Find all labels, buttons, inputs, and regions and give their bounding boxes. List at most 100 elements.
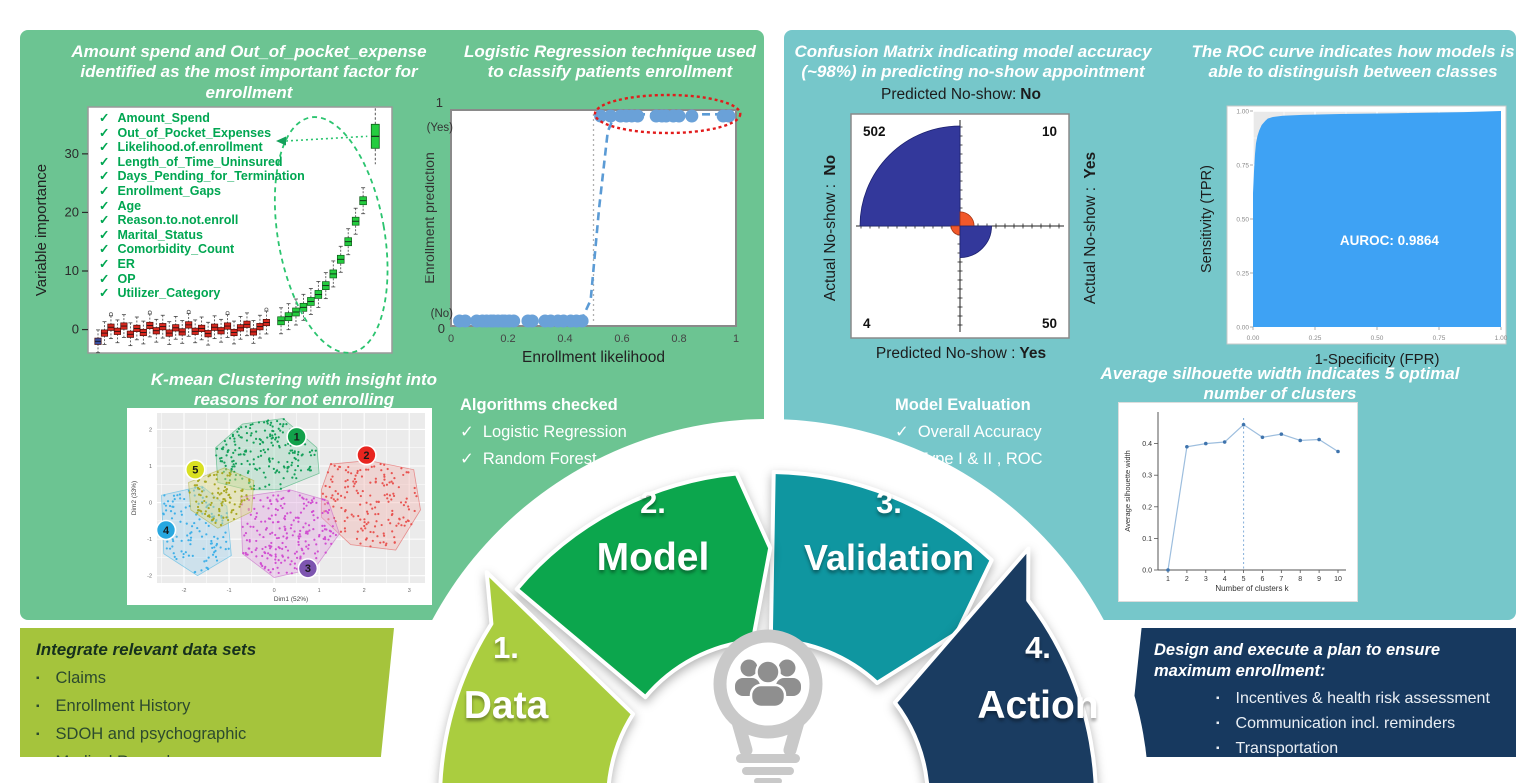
bullet-icon: ▪ — [1216, 693, 1220, 705]
svg-text:0.50: 0.50 — [1236, 217, 1249, 224]
svg-text:0.4: 0.4 — [557, 333, 572, 345]
step-2-number: 2. — [640, 485, 666, 520]
feature-label: OP — [117, 271, 136, 286]
feature-label: Amount_Spend — [117, 111, 210, 125]
svg-text:Enrollment likelihood: Enrollment likelihood — [522, 349, 665, 366]
svg-text:2: 2 — [1185, 576, 1189, 583]
step-4-label: Action — [977, 684, 1099, 727]
check-icon: ✓ — [99, 111, 110, 125]
kmeans-title: K-mean Clustering with insight into reas… — [150, 370, 438, 410]
check-icon: ✓ — [99, 213, 110, 228]
feature-item: ✓Length_of_Time_Uninsured — [99, 155, 305, 170]
varimp-feature-list: ✓Amount_Spend✓Out_of_Pocket_Expenses✓Lik… — [99, 111, 305, 301]
svg-text:Dim2 (33%): Dim2 (33%) — [131, 481, 138, 515]
svg-text:1.00: 1.00 — [1236, 109, 1249, 116]
svg-text:0.50: 0.50 — [1371, 335, 1384, 342]
svg-text:10: 10 — [1334, 576, 1342, 583]
check-icon: ✓ — [460, 449, 474, 468]
svg-text:Enrollment prediction: Enrollment prediction — [425, 152, 437, 284]
feature-item: ✓OP — [99, 272, 305, 287]
check-icon: ✓ — [99, 183, 110, 198]
step-3-label: Validation — [803, 537, 975, 578]
svg-text:Sensitivity (TPR): Sensitivity (TPR) — [1199, 165, 1215, 273]
svg-text:0: 0 — [273, 588, 276, 594]
roc-title: The ROC curve indicates how models is ab… — [1191, 42, 1515, 82]
feature-item: ✓ Likelihood.of.enrollment — [99, 140, 305, 155]
silhouette-title: Average silhouette width indicates 5 opt… — [1100, 364, 1460, 404]
svg-text:0.2: 0.2 — [1142, 504, 1152, 511]
model-eval-heading: Model Evaluation — [895, 396, 1031, 414]
feature-label: Length_of_Time_Uninsured — [117, 154, 283, 169]
algorithm-item: ✓Logistic Regression — [460, 423, 627, 441]
feature-item: ✓Utilizer_Category — [99, 286, 305, 301]
svg-text:1-Specificity (FPR): 1-Specificity (FPR) — [1314, 351, 1439, 368]
svg-text:0.25: 0.25 — [1309, 335, 1322, 342]
svg-text:-1: -1 — [227, 588, 232, 594]
bullet-icon: ▪ — [36, 757, 40, 769]
data-panel: Integrate relevant data sets ▪Claims▪Enr… — [20, 628, 394, 757]
confusion-left-label: Actual No-show : No — [822, 154, 839, 302]
bullet-icon: ▪ — [1216, 742, 1220, 754]
feature-label: Out_of_Pocket_Expenses — [117, 125, 272, 140]
feature-item: ✓ER — [99, 257, 305, 272]
svg-text:10: 10 — [1042, 124, 1057, 139]
svg-text:2: 2 — [149, 427, 152, 433]
feature-label: Likelihood.of.enrollment — [117, 140, 263, 155]
check-icon: ✓ — [99, 286, 110, 301]
svg-text:0: 0 — [448, 333, 454, 345]
svg-text:(Yes): (Yes) — [427, 122, 454, 134]
svg-text:0.25: 0.25 — [1236, 271, 1249, 278]
feature-item: ✓Comorbidity_Count — [99, 242, 305, 257]
feature-label: Enrollment_Gaps — [117, 183, 221, 198]
svg-text:8: 8 — [1298, 576, 1302, 583]
check-icon: ✓ — [99, 256, 110, 271]
svg-text:Variable importance: Variable importance — [33, 164, 50, 296]
feature-item: ✓ Age — [99, 199, 305, 214]
feature-label: Reason.to.not.enroll — [117, 213, 239, 228]
svg-text:30: 30 — [65, 146, 79, 161]
svg-text:0: 0 — [72, 322, 79, 337]
check-icon: ✓ — [99, 198, 110, 213]
action-item: ▪Communication incl. reminders — [1216, 715, 1456, 733]
svg-text:0.0: 0.0 — [1142, 568, 1152, 575]
svg-text:0.2: 0.2 — [500, 333, 515, 345]
svg-text:0.4: 0.4 — [1142, 441, 1152, 448]
bullet-icon: ▪ — [36, 673, 40, 684]
svg-text:4: 4 — [1223, 576, 1227, 583]
svg-text:1: 1 — [318, 588, 321, 594]
svg-text:10: 10 — [65, 263, 79, 278]
process-cycle-diagram — [387, 419, 1149, 783]
svg-text:2: 2 — [363, 588, 366, 594]
svg-text:7: 7 — [1279, 576, 1283, 583]
step-2-label: Model — [596, 536, 710, 579]
svg-text:Average silhouette width: Average silhouette width — [1123, 450, 1132, 532]
svg-text:Number of clusters k: Number of clusters k — [1215, 584, 1289, 593]
svg-text:0: 0 — [149, 501, 152, 507]
svg-text:AUROC: 0.9864: AUROC: 0.9864 — [1340, 233, 1440, 248]
feature-item: ✓Out_of_Pocket_Expenses — [99, 126, 305, 141]
data-item: ▪Enrollment History — [36, 697, 191, 716]
varimp-title: Amount spend and Out_of_pocket_expense i… — [71, 42, 427, 102]
bullet-icon: ▪ — [36, 701, 40, 713]
check-icon: ✓ — [99, 227, 110, 242]
svg-text:2: 2 — [363, 450, 369, 462]
feature-label: Age — [117, 198, 142, 213]
svg-text:502: 502 — [863, 124, 886, 139]
svg-text:(No): (No) — [431, 308, 454, 320]
check-icon: ✓ — [895, 423, 909, 441]
check-icon: ✓ — [99, 140, 110, 155]
model-eval-item: ✓Overall Accuracy — [895, 423, 1042, 441]
step-4-number: 4. — [1025, 630, 1051, 665]
algorithm-item: ✓Random Forest — [460, 449, 597, 468]
confusion-top-label: Predicted No-show:No — [881, 86, 1041, 103]
feature-item: ✓Days_Pending_for_Termination — [99, 169, 305, 184]
svg-text:0.3: 0.3 — [1142, 473, 1152, 480]
action-panel: Design and execute a plan to ensure maxi… — [1128, 628, 1516, 757]
people-group-icon — [735, 659, 801, 709]
svg-text:1: 1 — [436, 95, 443, 110]
svg-text:4: 4 — [163, 525, 170, 537]
